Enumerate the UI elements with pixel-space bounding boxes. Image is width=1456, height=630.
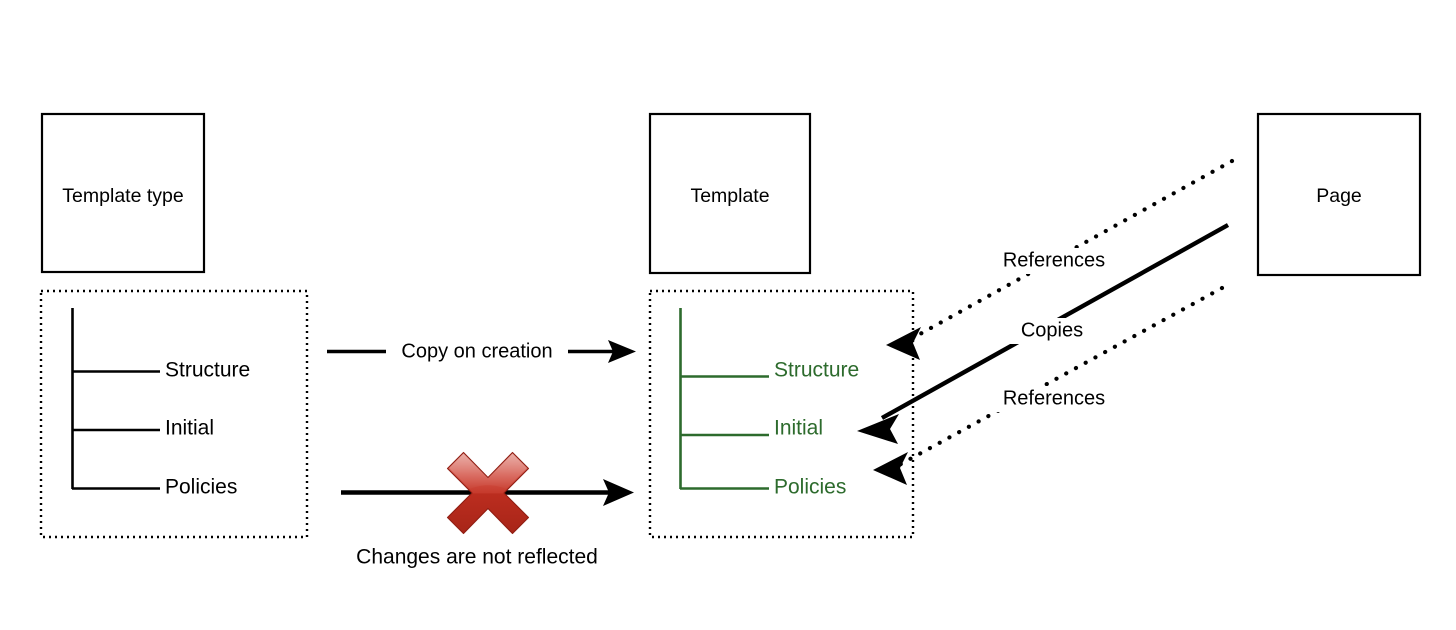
template-type-tree-group[interactable]: Structure Initial Policies	[39, 289, 309, 539]
template-tree-group[interactable]: Structure Initial Policies	[648, 289, 915, 539]
references-bottom-arrowhead	[873, 452, 908, 485]
tree-leaf-initial: Initial	[165, 417, 214, 440]
references-top-label: References	[1003, 249, 1105, 271]
tree-leaf-policies: Policies	[165, 476, 237, 499]
template-tree-box[interactable]	[648, 289, 915, 539]
copies-arrowhead	[857, 414, 899, 444]
edge-references-bottom[interactable]: References	[873, 285, 1225, 485]
references-top-label-bg	[982, 248, 1127, 274]
copy-on-creation-label: Copy on creation	[401, 340, 552, 362]
changes-not-reflected-label: Changes are not reflected	[356, 546, 598, 569]
copies-label-bg	[1008, 318, 1098, 344]
references-top-arrowhead	[886, 327, 921, 360]
edge-copies[interactable]: Copies	[857, 223, 1230, 444]
edge-references-top[interactable]: References	[886, 158, 1235, 360]
page-label: Page	[1316, 185, 1362, 207]
edge-changes-not-reflected[interactable]: Changes are not reflected	[341, 451, 634, 569]
template-type-tree-box[interactable]	[39, 289, 309, 539]
template-type-label: Template type	[62, 185, 183, 207]
tree-leaf-policies-green: Policies	[774, 476, 846, 499]
references-bottom-label: References	[1003, 387, 1105, 409]
node-page[interactable]: Page	[1256, 112, 1422, 277]
changes-not-reflected-arrowhead	[603, 479, 634, 506]
copies-label: Copies	[1021, 319, 1083, 341]
edge-copy-on-creation[interactable]: Copy on creation	[327, 339, 636, 365]
references-bottom-line	[887, 285, 1225, 473]
template-box[interactable]	[648, 112, 812, 275]
template-label: Template	[690, 185, 769, 207]
references-bottom-label-bg	[982, 386, 1127, 412]
tree-leaf-structure: Structure	[165, 359, 250, 382]
tree-leaf-initial-green: Initial	[774, 417, 823, 440]
copy-on-creation-label-bg	[386, 339, 568, 365]
template-type-box[interactable]	[40, 112, 206, 274]
node-template-type[interactable]: Template type	[40, 112, 206, 274]
copy-on-creation-arrowhead	[608, 340, 636, 363]
tree-leaf-structure-green: Structure	[774, 359, 859, 382]
red-x-icon	[446, 451, 530, 535]
page-box[interactable]	[1256, 112, 1422, 277]
node-template[interactable]: Template	[648, 112, 812, 275]
